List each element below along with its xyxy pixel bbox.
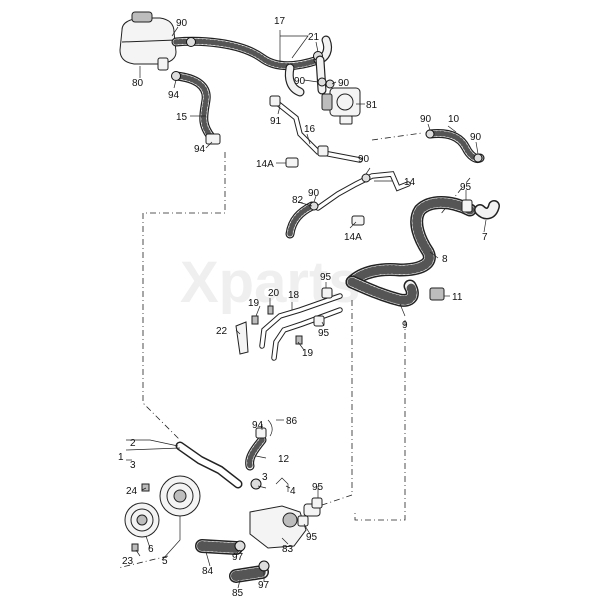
label-14a-lower: 14A: [344, 232, 362, 243]
bolt-23[interactable]: [131, 543, 139, 552]
belt-pulley[interactable]: [124, 502, 160, 538]
connector-14a-upper[interactable]: [285, 157, 299, 168]
clamp-90-top[interactable]: [186, 37, 196, 47]
label-84: 84: [202, 566, 214, 577]
label-7: 7: [482, 232, 488, 243]
o-ring-3[interactable]: [250, 478, 262, 490]
label-14a-upper: 14A: [256, 159, 274, 170]
auxiliary-coolant-pump[interactable]: [321, 87, 361, 125]
label-85: 85: [232, 588, 244, 599]
label-6: 6: [148, 544, 154, 555]
label-94-hose12: 94: [252, 420, 264, 431]
coolant-pipe-16[interactable]: [269, 95, 363, 163]
label-94-upper: 94: [168, 90, 180, 101]
coolant-pipe-2[interactable]: [175, 441, 243, 489]
label-14: 14: [404, 177, 416, 188]
label-11: 11: [452, 292, 463, 303]
label-1: 1: [118, 452, 124, 463]
label-90-82: 90: [308, 188, 320, 199]
clamp-97-lower[interactable]: [258, 560, 270, 572]
hose-84[interactable]: [195, 539, 243, 555]
label-97-upper: 97: [232, 552, 244, 563]
bolt-24[interactable]: [141, 483, 150, 492]
label-90-pump-b: 90: [338, 78, 350, 89]
label-19-upper: 19: [248, 298, 260, 309]
label-18: 18: [288, 290, 300, 301]
clamp-90-hose10-b[interactable]: [473, 153, 483, 163]
clamp-90-pump-b[interactable]: [325, 79, 335, 89]
label-12: 12: [278, 454, 290, 465]
part-labels: 90 80 94 15 94 17 21 90 90 81 91 16 14A …: [118, 16, 488, 599]
label-83: 83: [282, 544, 294, 555]
hose-tank-to-junction[interactable]: [171, 35, 333, 71]
label-22: 22: [216, 326, 228, 337]
thermostat-housing[interactable]: [249, 503, 321, 549]
bolt-20[interactable]: [267, 305, 274, 315]
hose-85[interactable]: [229, 565, 269, 583]
clamp-97-upper[interactable]: [234, 540, 246, 552]
hose-9[interactable]: [345, 275, 419, 307]
leader-lines: [125, 26, 487, 589]
bracket-22[interactable]: [235, 321, 249, 355]
hose-7[interactable]: [474, 200, 500, 220]
hose-12[interactable]: [245, 427, 267, 471]
label-90-hose10-a: 90: [420, 114, 432, 125]
clip-95-housing-b[interactable]: [297, 515, 309, 527]
coolant-expansion-tank[interactable]: [119, 11, 177, 71]
coolant-pipe-14[interactable]: [315, 171, 411, 211]
pipe-86[interactable]: [267, 419, 273, 437]
hose-82[interactable]: [285, 201, 317, 239]
label-91: 91: [270, 116, 282, 127]
label-15: 15: [176, 112, 188, 123]
label-2: 2: [130, 438, 136, 449]
label-90-tank: 90: [176, 18, 188, 29]
connector-94-lower[interactable]: [205, 133, 221, 145]
label-95-housing-a: 95: [312, 482, 324, 493]
label-19-lower: 19: [302, 348, 314, 359]
bolt-19-upper[interactable]: [251, 315, 259, 325]
label-10: 10: [448, 114, 460, 125]
label-94-lower: 94: [194, 144, 206, 155]
label-20: 20: [268, 288, 280, 299]
label-24: 24: [126, 486, 138, 497]
clip-95-housing-a[interactable]: [311, 497, 323, 509]
connector-14a-lower[interactable]: [351, 215, 365, 226]
label-8: 8: [442, 254, 448, 265]
label-3-pipe: 3: [130, 460, 136, 471]
label-90-pump-a: 90: [294, 76, 306, 87]
label-95-upper: 95: [460, 182, 472, 193]
clip-4[interactable]: [275, 477, 289, 492]
label-95-pipe18-b: 95: [318, 328, 330, 339]
coolant-pump-body[interactable]: [159, 475, 201, 517]
hose-8[interactable]: [345, 196, 477, 289]
label-3-housing: 3: [262, 472, 268, 483]
label-95-pipe18-a: 95: [320, 272, 332, 283]
hose-15[interactable]: [171, 71, 217, 143]
label-80: 80: [132, 78, 144, 89]
label-4: 4: [290, 486, 296, 497]
label-86: 86: [286, 416, 298, 427]
label-90-pipe14: 90: [358, 154, 370, 165]
clip-95-pipe18-b[interactable]: [313, 315, 325, 327]
bracket-11[interactable]: [429, 287, 445, 301]
label-16: 16: [304, 124, 316, 135]
label-9: 9: [402, 320, 408, 331]
label-82: 82: [292, 195, 304, 206]
label-5: 5: [162, 556, 168, 567]
label-90-hose10-b: 90: [470, 132, 482, 143]
clamp-90-pump-a[interactable]: [317, 77, 327, 87]
label-21: 21: [308, 32, 320, 43]
bolt-19-lower[interactable]: [295, 335, 303, 345]
label-81: 81: [366, 100, 378, 111]
label-17: 17: [274, 16, 286, 27]
clamp-94-upper[interactable]: [171, 71, 181, 81]
clip-95-pipe18-a[interactable]: [321, 287, 333, 299]
label-95-housing-b: 95: [306, 532, 318, 543]
label-97-lower: 97: [258, 580, 270, 591]
clip-95-upper[interactable]: [461, 199, 473, 213]
label-23: 23: [122, 556, 134, 567]
clamp-90-hose10-a[interactable]: [425, 129, 435, 139]
